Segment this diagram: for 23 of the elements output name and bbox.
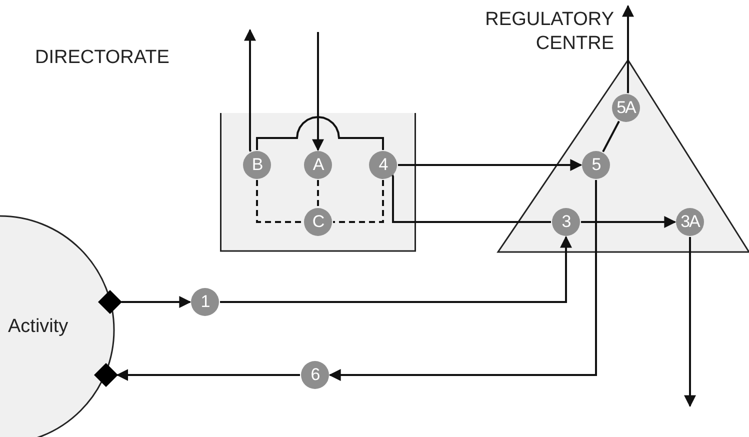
arrow <box>398 159 582 171</box>
arrow <box>244 28 256 152</box>
node-label: Activity <box>8 316 68 338</box>
container-tray <box>220 113 416 252</box>
heading: DIRECTORATE <box>35 47 170 69</box>
connector-diamond <box>94 363 118 387</box>
arrow <box>581 216 676 228</box>
connector-line <box>333 180 384 223</box>
arrow <box>220 236 572 303</box>
heading: REGULATORY CENTRE <box>484 8 614 56</box>
arrow <box>684 237 696 408</box>
connector-line <box>317 180 319 207</box>
connector-line <box>256 180 303 223</box>
connector-line <box>256 116 384 150</box>
arrow <box>328 180 597 381</box>
numbered-circle: 1 <box>191 288 219 316</box>
numbered-circle: 6 <box>301 361 329 389</box>
connector-diamond <box>98 290 122 314</box>
arrow <box>116 369 300 381</box>
arrow <box>312 32 324 152</box>
arrow <box>121 296 192 308</box>
connector-line <box>602 120 620 152</box>
arrow <box>622 4 634 94</box>
